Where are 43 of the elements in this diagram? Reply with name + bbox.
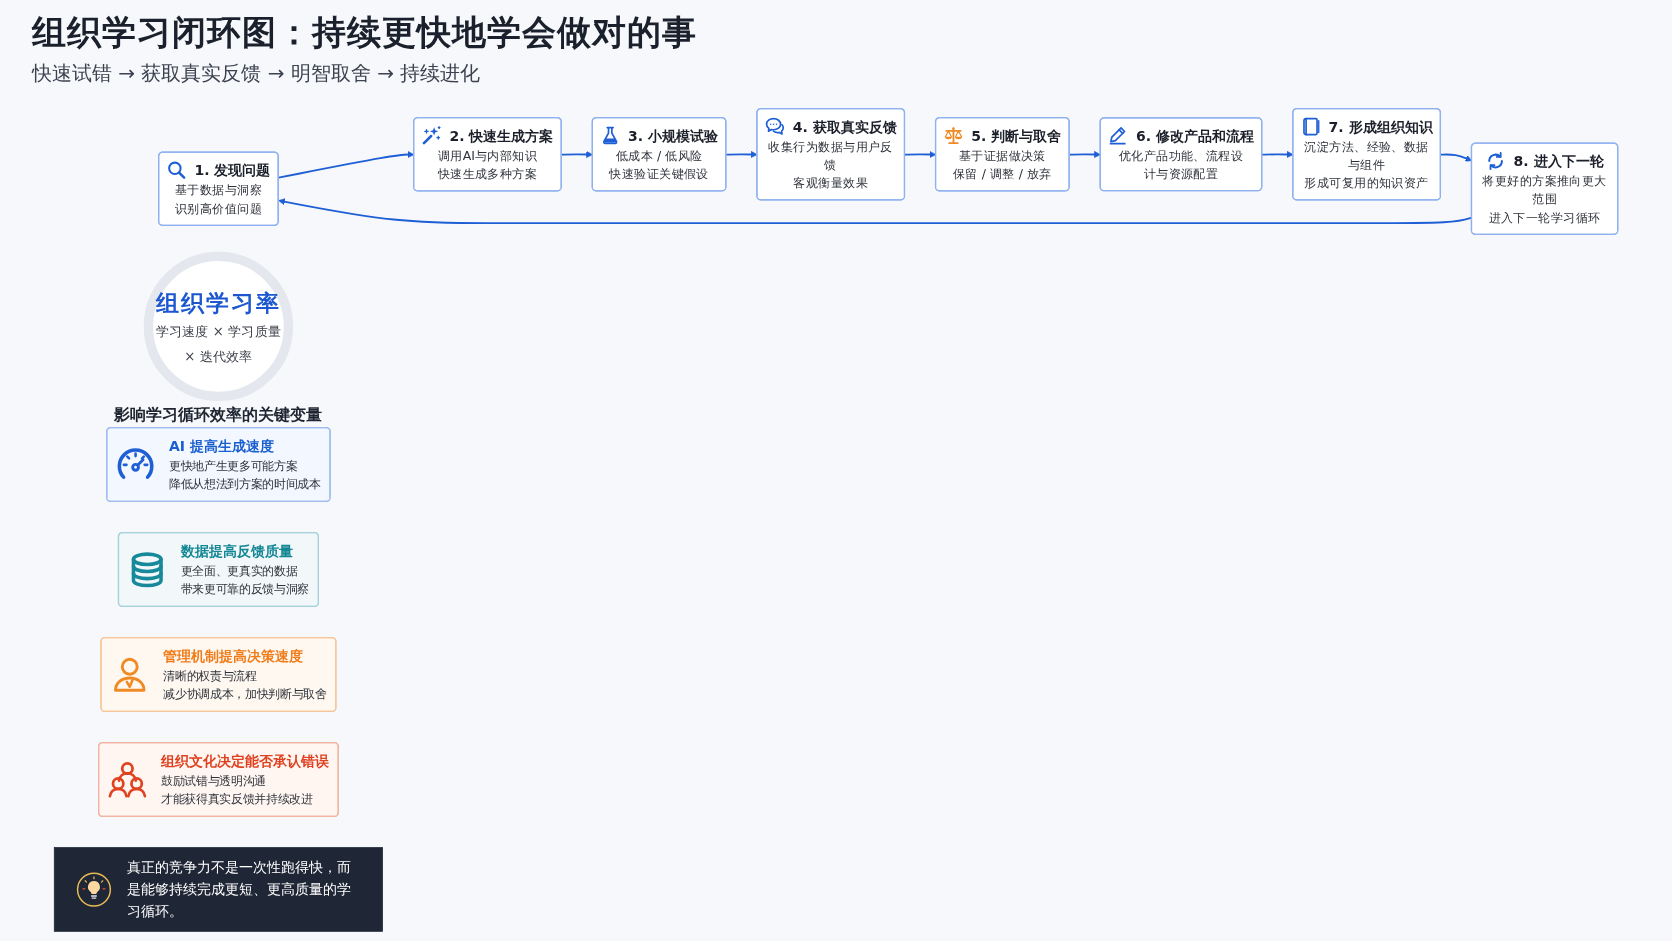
node-circle: [143, 251, 294, 402]
subtitle: 快速试错 → 获取真实反馈 → 明智取舍 → 持续进化: [32, 60, 482, 88]
card-description: 鼓励试错与透明沟通: [160, 773, 266, 788]
hub-title: 组织学习率: [156, 289, 281, 317]
step-title: 5. 判断与取舍: [971, 127, 1062, 145]
step-description: 基于证据做决策: [958, 147, 1046, 165]
section-heading: 影响学习循环效率的关键变量: [114, 405, 322, 425]
step-description: 调用AI与内部知识: [437, 147, 538, 165]
card-description: 带来更可靠的反馈与洞察: [180, 582, 310, 597]
title: 组织学习闭环图：持续更快地学会做对的事: [32, 11, 697, 54]
step-description: 快速生成多种方案: [437, 165, 538, 183]
card-description: 才能获得真实反馈并持续改进: [160, 792, 313, 807]
step-description: 将更好的方案推向更大范围: [1481, 172, 1608, 208]
step-description: 快速验证关键假设: [609, 165, 709, 183]
step-description: 基于数据与洞察: [174, 181, 262, 199]
card-title: AI 提高生成速度: [169, 437, 274, 454]
card-title: 数据提高反馈质量: [180, 542, 293, 559]
card-description: 更全面、更真实的数据: [180, 563, 298, 578]
step-title: 4. 获取真实反馈: [792, 118, 897, 136]
step-description: 沉淀方法、经验、数据与组件: [1303, 138, 1430, 174]
card-description: 清晰的权责与流程: [163, 668, 257, 683]
card-description: 降低从想法到方案的时间成本: [169, 477, 321, 492]
step-title: 2. 快速生成方案: [449, 127, 554, 145]
step-description: 进入下一轮学习循环: [1488, 208, 1601, 227]
step-title: 6. 修改产品和流程: [1136, 127, 1254, 145]
step-title: 7. 形成组织知识: [1328, 118, 1433, 136]
step-description: 客观衡量效果: [793, 174, 869, 192]
step-description: 优化产品功能、流程设计与资源配置: [1117, 147, 1245, 183]
step-description: 低成本 / 低风险: [615, 147, 703, 165]
step-description: 识别高价值问题: [174, 199, 262, 218]
step-title: 8. 进入下一轮: [1513, 153, 1604, 170]
step-title: 1. 发现问题: [194, 162, 271, 179]
card-title: 管理机制提高决策速度: [163, 647, 304, 664]
card-title: 组织文化决定能否承认错误: [160, 752, 329, 769]
card-description: 减少协调成本，加快判断与取舍: [163, 687, 327, 702]
step-description: 保留 / 调整 / 放弃: [952, 165, 1052, 183]
step-description: 收集行为数据与用户反馈: [767, 138, 894, 174]
node-box: [53, 847, 383, 932]
card-description: 更快地产生更多可能方案: [169, 458, 298, 473]
step-description: 形成可复用的知识资产: [1304, 174, 1429, 192]
step-title: 3. 小规模试验: [628, 127, 719, 145]
formula-text: 学习速度 × 学习质量 × 迭代效率: [154, 323, 283, 366]
banner-text: 真正的竞争力不是一次性跑得快，而是能够持续完成更短、更高质量的学习循环。: [127, 858, 353, 921]
